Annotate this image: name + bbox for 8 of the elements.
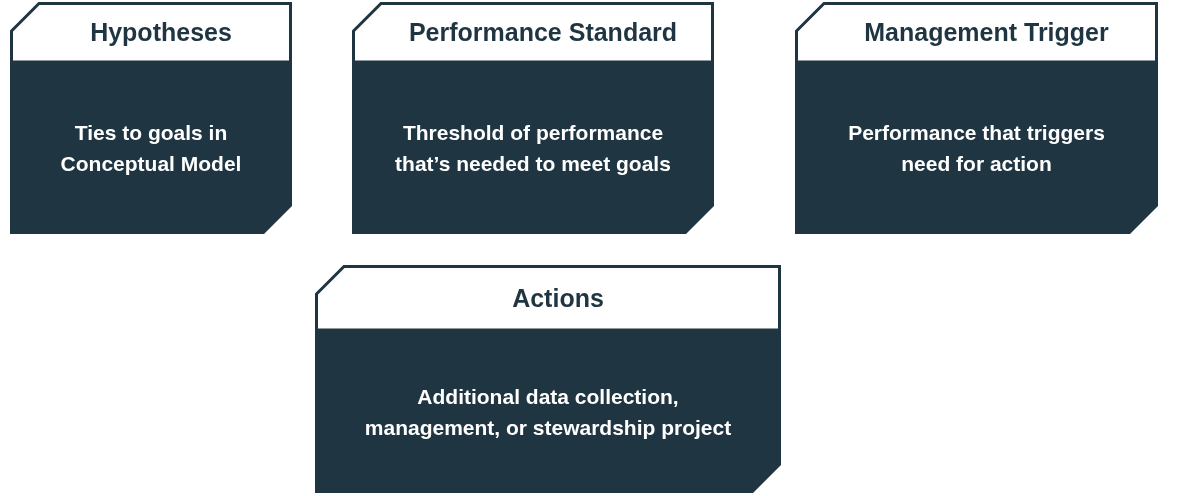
card-heading: Actions [511, 283, 605, 313]
card-description: Ties to goals in Conceptual Model [59, 120, 243, 177]
card-description: Performance that triggers need for action [847, 120, 1106, 177]
card-description: Additional data collection, management, or stewardship project [363, 383, 733, 441]
card-heading: Hypotheses [89, 18, 233, 47]
card-heading: Performance Standard [407, 18, 679, 47]
card-heading: Management Trigger [863, 18, 1110, 47]
card-description: Threshold of performance that’s needed to meet goals [394, 120, 672, 177]
